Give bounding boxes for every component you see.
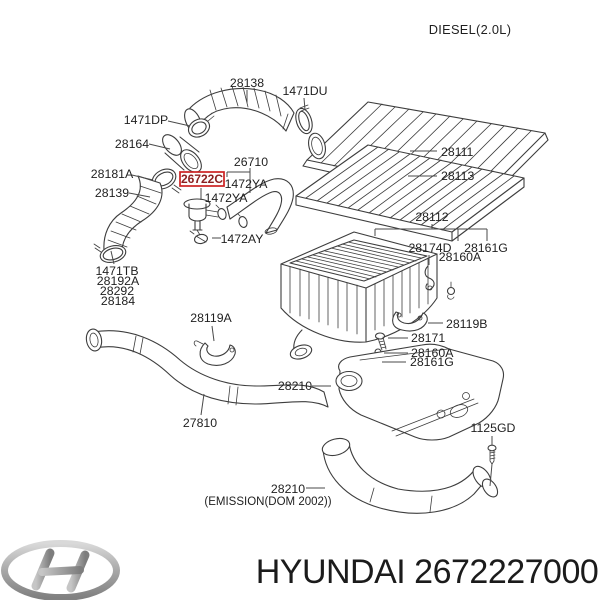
hyundai-logo-icon [1,540,120,600]
bracket-28119A-drawing [193,340,236,366]
part-label-28111: 28111 [441,145,474,159]
part-label-28292: 28292 [100,284,134,298]
part-label-1472AY: 1472AY [221,232,264,246]
filter-28113-drawing [295,144,525,242]
part-label-28164: 28164 [115,137,149,151]
part-label-28139: 28139 [95,186,129,200]
sensor-28164-drawing [162,134,202,173]
leader-lines [110,90,493,489]
clamp-1471DU-drawing [295,104,313,135]
diagram-line-art [85,85,549,514]
body-28112-drawing [280,231,438,360]
part-label-28119A: 28119A [190,311,232,325]
resonator-28210-drawing [335,343,505,441]
part-label-1471DP: 1471DP [124,113,168,127]
part-label-27810: 27810 [183,416,217,430]
part-label-28119B: 28119B [446,317,487,331]
part-label-28138: 28138 [230,76,264,90]
part-label-28160A-b: 28160A [411,346,454,360]
highlight-box [179,171,225,187]
clamp-1472YA-b-drawing [236,212,248,228]
part-label-1472YA-a: 1472YA [225,177,269,191]
variant-title: DIESEL(2.0L) [429,22,512,37]
part-label-28184: 28184 [101,294,135,308]
part-label-28181A: 28181A [91,167,134,181]
part-label-28171: 28171 [411,331,445,345]
hose-27810-drawing [85,328,329,408]
hose-28210-emission-drawing [321,437,499,514]
bolt-28171-drawing [374,332,387,351]
clip-28160A-28161G-drawing [446,281,456,300]
part-label-28161G-a: 28161G [464,241,508,255]
part-label-28210-b: 28210 [271,482,305,496]
part-label-28113: 28113 [441,169,474,183]
bracket-28119B-drawing [392,311,428,332]
part-label-28210-a: 28210 [278,379,312,393]
part-label-28192A: 28192A [97,274,140,288]
hose-26710-drawing [226,178,294,235]
hose-28139-drawing [93,175,163,263]
clamp-1472AY-drawing [189,230,208,245]
part-label-28210-b-note: (EMISSION(DOM 2002)) [204,496,331,508]
part-label-28161G-b: 28161G [410,355,454,369]
part-label-26710: 26710 [234,155,268,169]
part-label-26722C: 26722C [181,172,223,186]
part-label-28112: 28112 [415,210,448,224]
part-label-28174D: 28174D [408,241,451,255]
highlighted-part-26722C[interactable]: 26722C [179,171,225,187]
screw-1125GD-drawing [487,444,497,465]
footer-part-title: HYUNDAI 2672227000 [256,553,599,591]
part-label-1472YA-b: 1472YA [205,191,249,205]
sensor-26722C-drawing [183,198,219,236]
part-label-1125GD: 1125GD [471,421,516,435]
part-label-1471TB: 1471TB [95,264,138,278]
clamp-1472YA-a-drawing [215,204,227,220]
part-label-1471DU: 1471DU [282,84,327,98]
part-label-28160A-a: 28160A [439,250,482,264]
clamp-1471DP-drawing [187,112,215,138]
bracket-28174D-drawing [424,265,435,291]
